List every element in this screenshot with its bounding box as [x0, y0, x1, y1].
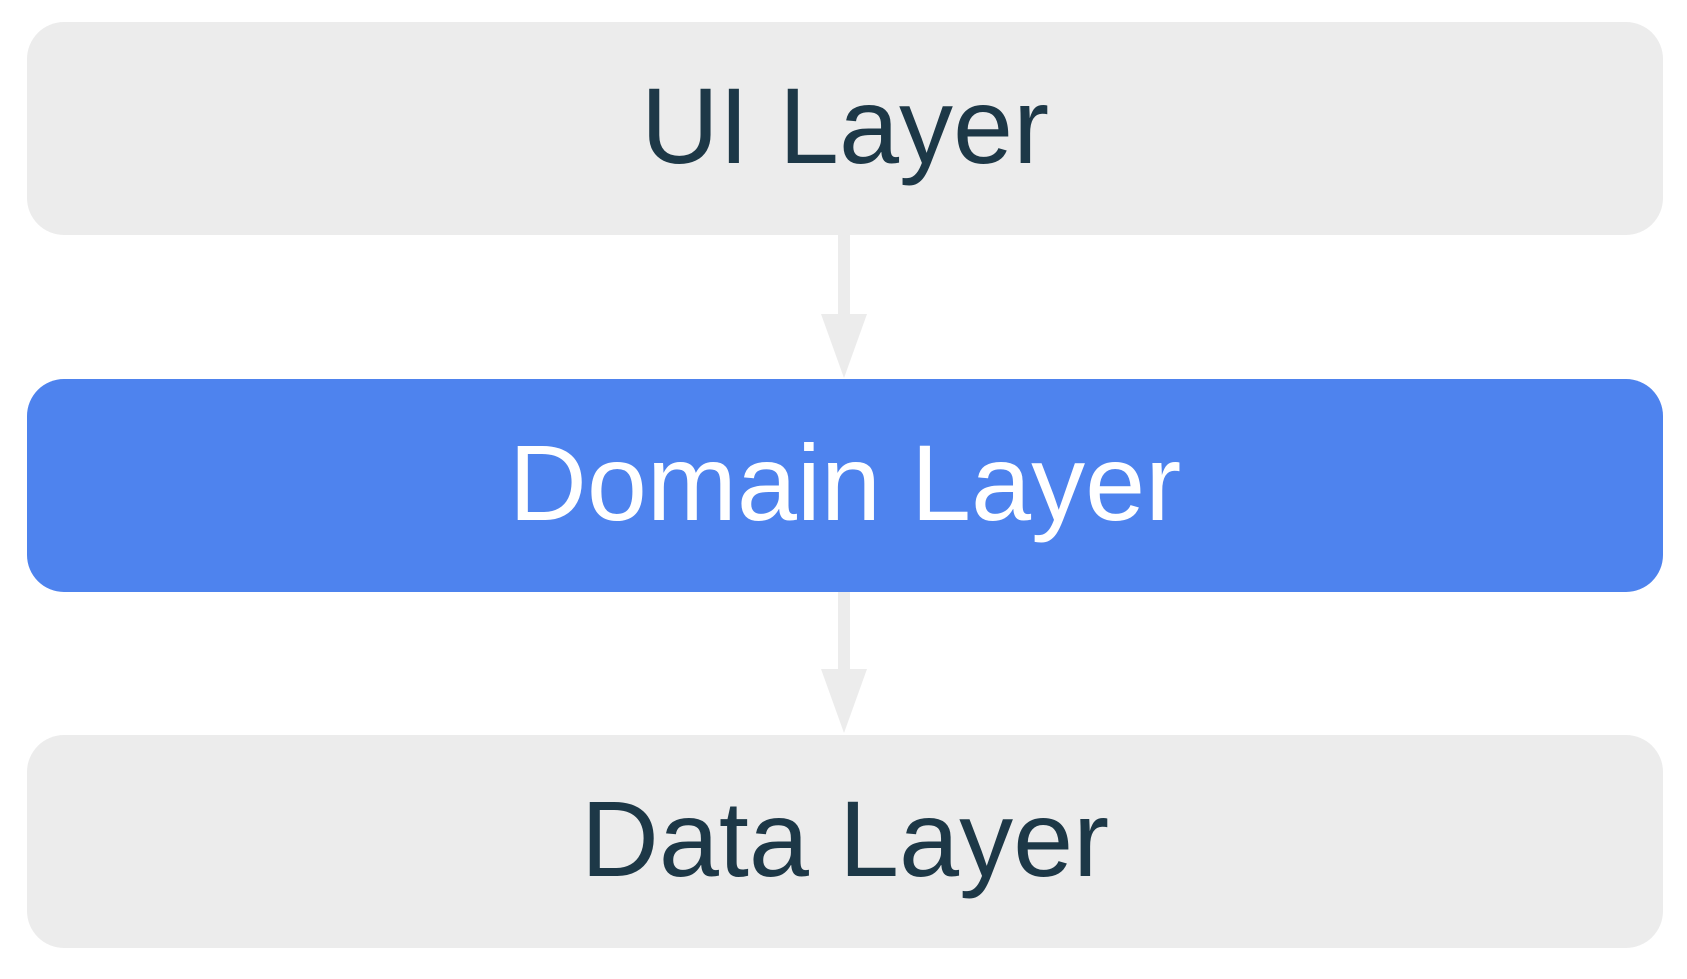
layer-label-domain: Domain Layer: [508, 421, 1182, 543]
arrow-head: [821, 314, 867, 378]
layer-box-ui: UI Layer: [27, 22, 1663, 235]
arrow-shaft: [838, 592, 850, 670]
arrow-head: [821, 669, 867, 733]
arrow-shaft: [838, 235, 850, 314]
down-arrow-icon: [821, 235, 867, 378]
layer-label-ui: UI Layer: [640, 64, 1050, 186]
down-arrow-icon: [821, 592, 867, 733]
layer-label-data: Data Layer: [580, 777, 1110, 899]
layer-box-data: Data Layer: [27, 735, 1663, 948]
layer-box-domain: Domain Layer: [27, 379, 1663, 592]
